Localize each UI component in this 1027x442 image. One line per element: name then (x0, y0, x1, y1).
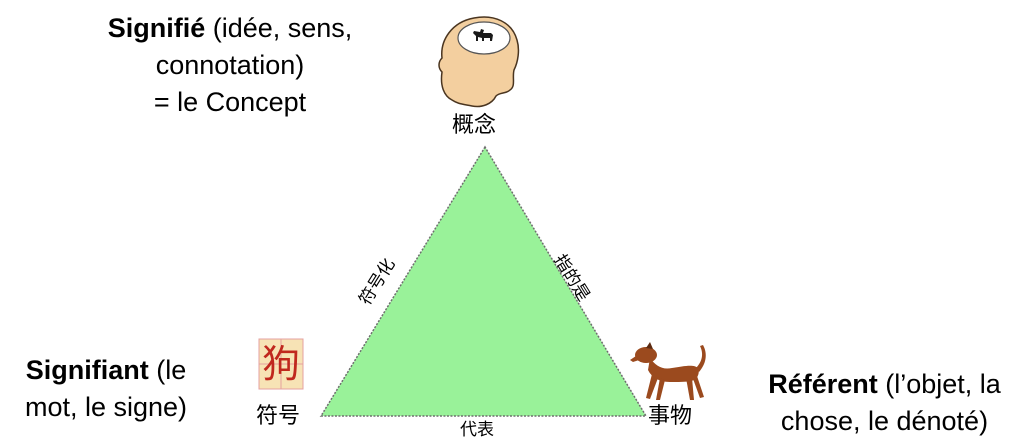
thing-label: 事物 (648, 404, 693, 429)
symbol-label: 符号 (256, 404, 301, 429)
signifie-line1: Signifié (idée, sens, (70, 10, 390, 47)
signifiant-line1: Signifiant (le (0, 352, 212, 389)
head-with-dog-thought-icon (438, 16, 520, 108)
signifiant-line2: mot, le signe) (24, 392, 188, 422)
signifie-line3: = le Concept (153, 87, 307, 117)
referent-detail: (l’objet, la (877, 369, 1001, 399)
signifie-line2: connotation) (155, 50, 305, 80)
signifie-detail: (idée, sens, (205, 13, 353, 43)
concept-label: 概念 (452, 113, 497, 138)
bottom-edge-label: 代表 (460, 420, 494, 440)
referent-line1: Référent (l’objet, la (742, 366, 1027, 403)
brown-dog-icon (630, 342, 706, 400)
referent-line2: chose, le dénoté) (780, 406, 989, 436)
semiotic-triangle (319, 145, 648, 417)
dog-character-box-icon (258, 338, 304, 390)
signifiant-detail: (le (148, 355, 187, 385)
dog-chinese-character: 狗 (261, 342, 300, 386)
signifiant-description: Signifiant (le mot, le signe) (0, 352, 212, 426)
signifie-term: Signifié (107, 13, 206, 43)
referent-description: Référent (l’objet, la chose, le dénoté) (742, 366, 1027, 440)
referent-term: Référent (768, 369, 878, 399)
signifie-description: Signifié (idée, sens, connotation) = le … (70, 10, 390, 121)
signifiant-term: Signifiant (25, 355, 149, 385)
